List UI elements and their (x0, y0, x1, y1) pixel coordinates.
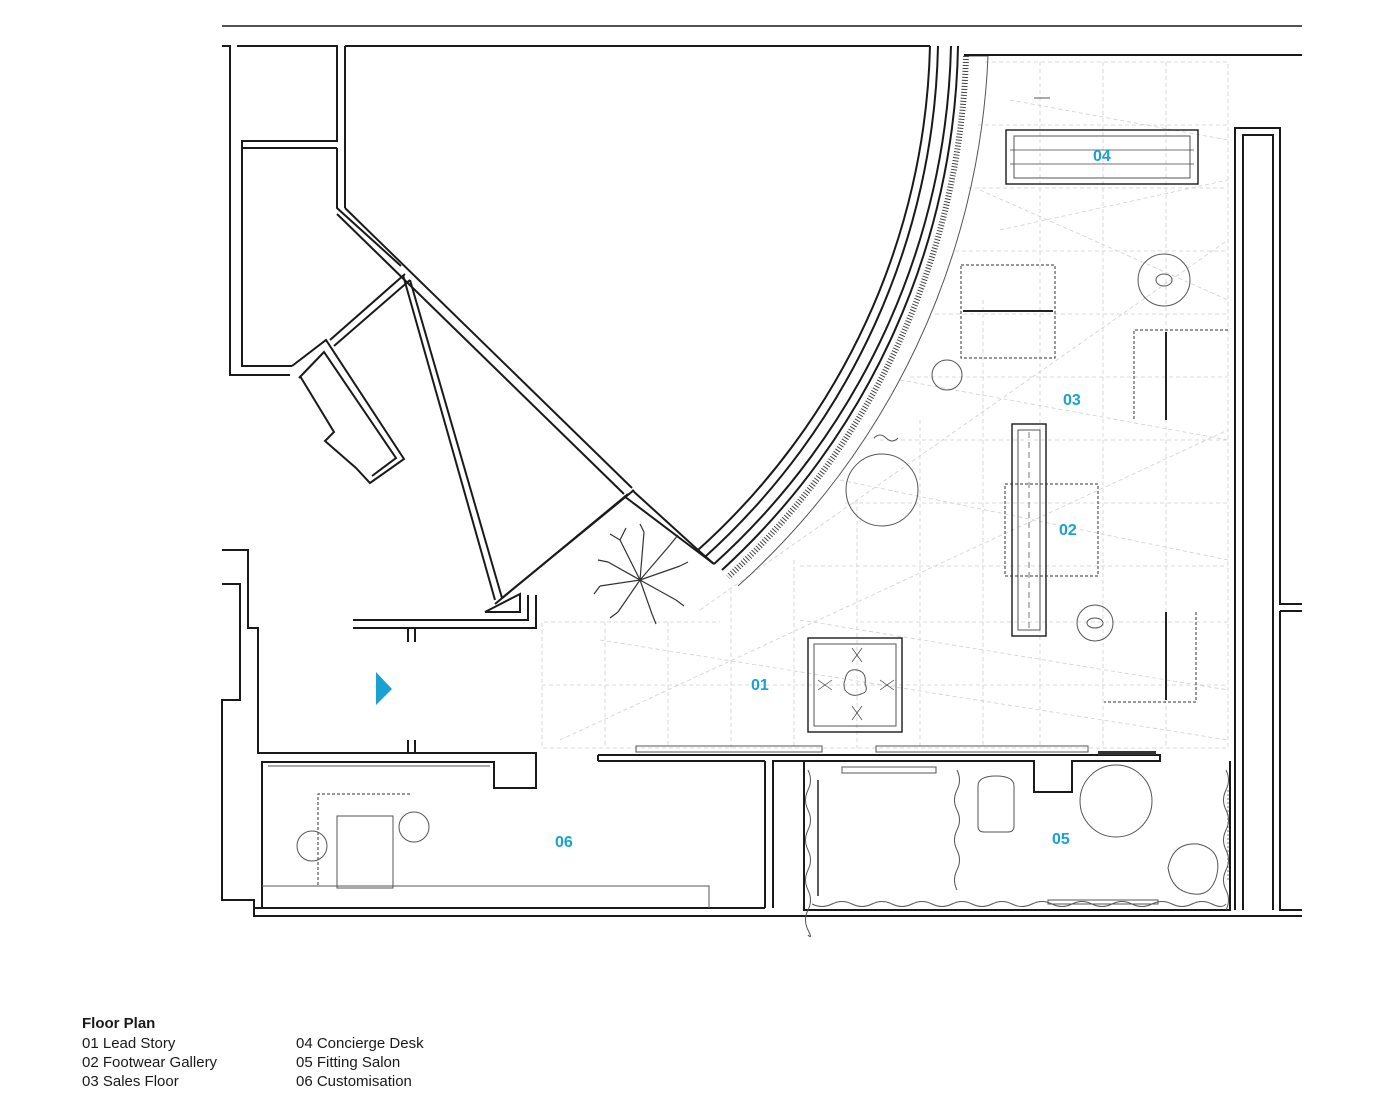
legend-title: Floor Plan (82, 1015, 156, 1032)
floor-tile-grid (541, 61, 1229, 749)
zone-label-05: 05 (1052, 831, 1070, 848)
zone-label-02: 02 (1059, 522, 1077, 539)
zone-03-fixtures (845, 97, 1228, 703)
zone-05-fixtures (805, 764, 1229, 938)
floor-plan: 01 02 03 04 05 06 (221, 25, 1302, 938)
zone-06-fixtures (262, 765, 710, 908)
lower-left-walls (221, 549, 1302, 917)
legend-column-1: 01 Lead Story 02 Footwear Gallery 03 Sal… (82, 1034, 296, 1091)
zone-label-04: 04 (1093, 148, 1111, 165)
curved-wall (623, 45, 989, 587)
zone-02-fixtures (1004, 423, 1114, 642)
entrance-arrow-icon (376, 672, 392, 705)
tree-icon (593, 523, 689, 625)
legend-item: 05 Fitting Salon (296, 1054, 401, 1071)
zone-04-fixtures (1005, 129, 1199, 185)
outer-walls (222, 45, 930, 642)
zone-label-03: 03 (1063, 392, 1081, 409)
legend-item: 03 Sales Floor (82, 1073, 179, 1090)
legend-item: 01 Lead Story (82, 1035, 176, 1052)
legend-item: 04 Concierge Desk (296, 1035, 424, 1052)
zone-label-01: 01 (751, 677, 769, 694)
legend: Floor Plan 01 Lead Story 02 Footwear Gal… (82, 1014, 510, 1091)
zone-label-06: 06 (555, 834, 573, 851)
right-walls (964, 54, 1302, 911)
legend-item: 06 Customisation (296, 1073, 412, 1090)
legend-item: 02 Footwear Gallery (82, 1054, 218, 1071)
legend-column-2: 04 Concierge Desk 05 Fitting Salon 06 Cu… (296, 1034, 510, 1091)
zone-01-fixtures (635, 637, 1156, 755)
